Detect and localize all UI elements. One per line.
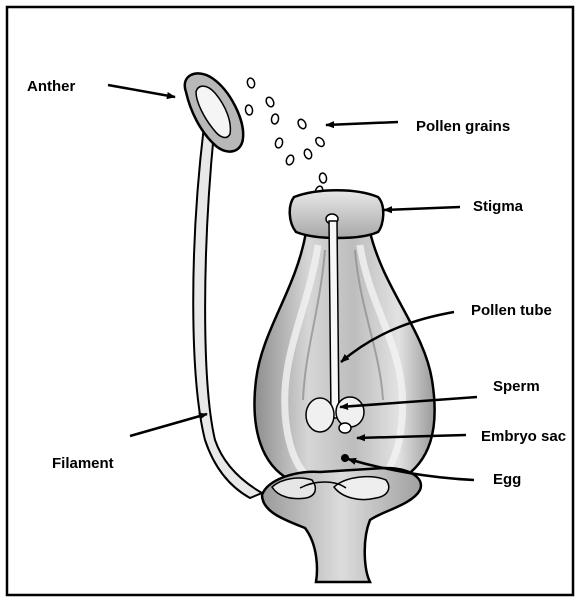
label-pollen-grains: Pollen grains [416,118,510,135]
label-egg: Egg [493,471,521,488]
label-pollen-tube: Pollen tube [471,302,552,319]
egg [341,454,349,462]
label-stigma: Stigma [473,198,524,215]
label-anther: Anther [27,78,75,95]
label-filament: Filament [52,455,114,472]
label-embryo-sac: Embryo sac [481,428,566,445]
label-sperm: Sperm [493,378,540,395]
pollen-tube [329,221,339,418]
